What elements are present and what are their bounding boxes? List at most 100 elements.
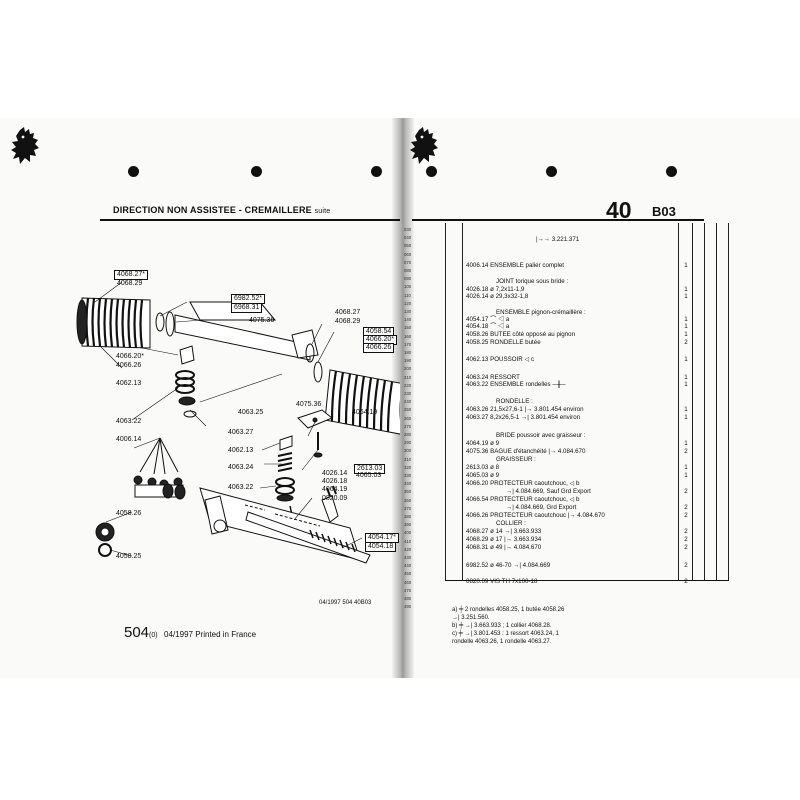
printed-in: 04/1997 Printed in France (164, 630, 257, 639)
column-rule (445, 223, 446, 580)
row-text: BRIDE poussoir avec graisseur : (496, 432, 586, 439)
table-row: 4066.26 PROTECTEUR caoutchouc |→ 4.084.6… (466, 512, 694, 520)
column-rule (692, 223, 693, 580)
line-number: 460 (404, 579, 412, 585)
line-number: 100 (404, 284, 412, 290)
callout: 4066.20* (116, 353, 145, 360)
line-number: 030 (404, 227, 412, 232)
line-number: 140 (404, 317, 412, 323)
row-qty: 2 (684, 488, 688, 495)
line-number: 180 (404, 350, 412, 355)
row-qty: 1 (684, 440, 688, 447)
callout: 4068.29 (335, 318, 361, 325)
row-qty: 1 (684, 262, 688, 269)
row-text: 4026.14 ø 29,3x32-1,8 (466, 293, 529, 300)
row-text: 4058.25 RONDELLE butée (466, 339, 541, 346)
row-text: 4063.27 8,2x26,5-1 →| 3.801.454 environ (466, 414, 581, 421)
line-number: 290 (404, 440, 412, 446)
line-number: 360 (404, 497, 412, 503)
punch-hole (666, 166, 677, 177)
row-qty: 2 (684, 536, 688, 543)
callout: 4006.14 (116, 436, 142, 443)
line-number: 380 (404, 514, 412, 519)
bracket-and-greaser (297, 409, 333, 458)
line-number: 240 (404, 399, 412, 405)
table-row: 4068.31 ø 49 |→ 4.084.670 2 (466, 544, 694, 552)
line-number: 410 (404, 538, 412, 544)
line-number: 090 (404, 276, 412, 282)
line-number: 230 (404, 391, 412, 396)
row-text: →| 4.084.669, Sauf Grd Export (506, 488, 591, 495)
line-number: 490 (404, 604, 412, 610)
table-row: JOINT torique sous bride : (466, 278, 694, 286)
row-qty: 2 (684, 544, 688, 551)
footnote-line: b) ╪ →| 3.663.933 ; 1 collier 4068.28. (452, 623, 552, 629)
row-qty: 1 (684, 323, 688, 330)
row-text: 4075.36 BAGUE d'étanchéité |→ 4.084.670 (466, 448, 586, 455)
line-number: 110 (404, 292, 411, 298)
table-row: 4066.54 PROTECTEUR caoutchouc, ◁ b (466, 496, 694, 504)
line-number: 260 (404, 415, 412, 421)
line-number: 330 (404, 473, 412, 478)
callout: 4075.36 (296, 401, 322, 408)
row-qty: 1 (684, 464, 688, 471)
column-rule (462, 223, 463, 580)
row-text: 4054.18 ⌒ ◁ a (466, 323, 510, 330)
callout: 4064.19 (322, 486, 348, 493)
table-row: RONDELLE : (466, 398, 694, 406)
row-qty: 2 (684, 578, 688, 585)
footnotes: a) ╪ 2 rondelles 4058.25, 1 butée 4058.2… (452, 606, 564, 646)
row-text: 4068.31 ø 49 |→ 4.084.670 (466, 544, 542, 551)
punch-hole (128, 166, 139, 177)
line-number: 480 (404, 596, 412, 601)
table-row: ENSEMBLE pignon-crémaillère : (466, 309, 694, 317)
callout: 4054.18 (365, 542, 397, 552)
row-text: 0820.09 VIS TH 7x100-18 (466, 578, 538, 585)
line-number: 270 (404, 423, 412, 429)
row-text: 4063.22 ENSEMBLE rondelles ─╫─ (466, 381, 566, 388)
row-qty: 2 (684, 512, 688, 519)
model-suffix: (0) (149, 632, 158, 639)
page-footer: 504(0) 04/1997 Printed in France (124, 624, 256, 642)
punch-hole (251, 166, 262, 177)
row-text: 4062.13 POUSSOIR ◁ c (466, 356, 535, 363)
callout: 4063.22 (116, 418, 142, 425)
row-qty: 1 (684, 414, 688, 421)
callout: 0820.09 (322, 495, 348, 502)
table-row: 4066.20 PROTECTEUR caoutchouc, ◁ b (466, 480, 694, 488)
line-number: 170 (404, 341, 412, 347)
footnote-line: rondelle 4063.26, 1 rondelle 4063.27. (452, 639, 552, 645)
callout: 4065.03 (356, 472, 382, 479)
callout: 4063.25 (238, 409, 264, 416)
callout: 4066.26 (363, 343, 395, 353)
table-bottom-rule (445, 580, 729, 581)
table-row: GRAISSEUR : (466, 456, 694, 464)
line-number: 220 (404, 382, 412, 388)
footnote-line: c) ╪ →| 3.801.453 : 1 ressort 4063.24, 1 (452, 631, 559, 637)
punch-hole (546, 166, 557, 177)
column-rule (704, 223, 705, 580)
callout: 4058.25 (116, 553, 142, 560)
title-suffix: suite (314, 208, 331, 215)
line-number: 120 (404, 300, 412, 306)
row-text: 4054.17 ⌒ ◁ a (466, 316, 510, 323)
table-row: 4063.22 ENSEMBLE rondelles ─╫─1 (466, 381, 694, 389)
table-row: 4063.26 21,5x27,6-1 |→ 3.801.454 environ… (466, 406, 694, 414)
row-text: GRAISSEUR : (496, 456, 536, 463)
right-bellows-boot (324, 369, 400, 435)
row-qty: 1 (684, 316, 688, 323)
exploded-view-diagram (76, 281, 400, 564)
row-text: 2613.03 ø 8 (466, 464, 500, 471)
row-text: →| 4.084.669, Grd Export (506, 504, 577, 511)
line-number: 280 (404, 432, 412, 437)
rack-bar (245, 485, 371, 564)
table-row: BRIDE poussoir avec graisseur : (466, 432, 694, 440)
